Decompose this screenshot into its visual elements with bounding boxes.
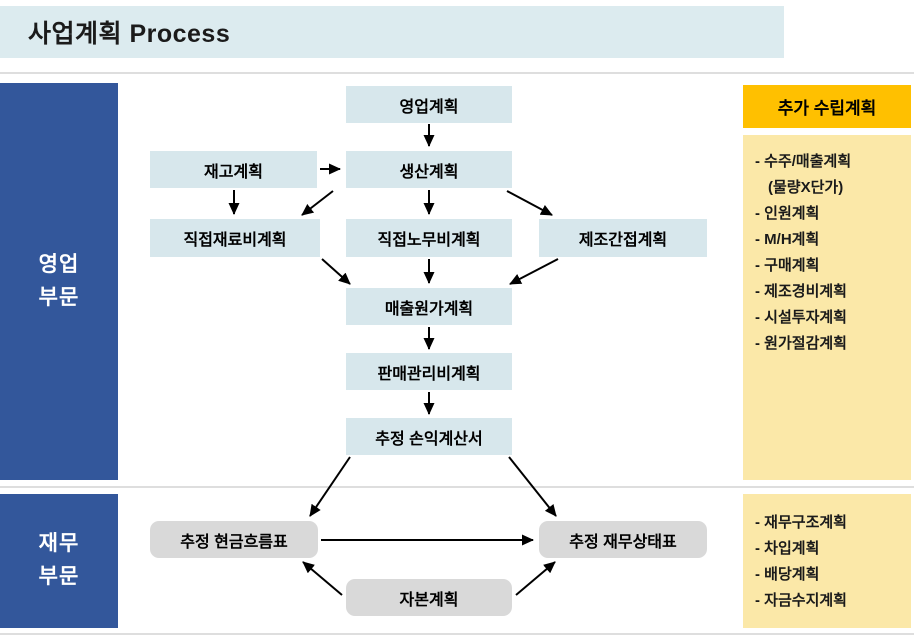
flow-box-manufacturing-overhead-plan: 제조간접계획 xyxy=(539,219,707,257)
list-item: - 차입계획 xyxy=(755,540,820,557)
list-item: - 수주/매출계획 xyxy=(755,153,852,170)
list-item: - 배당계획 xyxy=(755,566,820,583)
list-item: - 시설투자계획 xyxy=(755,309,847,326)
flow-box-production-plan: 생산계획 xyxy=(346,151,512,188)
arrow-material-to-cogs xyxy=(321,258,351,285)
flow-box-inventory-plan: 재고계획 xyxy=(150,151,317,188)
divider-top xyxy=(0,72,914,74)
list-item: - 자금수지계획 xyxy=(755,592,847,609)
flow-box-sales-plan: 영업계획 xyxy=(346,86,512,123)
arrow-production-to-material xyxy=(301,190,334,216)
section-label-sales: 영업 부문 xyxy=(0,83,118,480)
additional-plans-sales-list: - 수주/매출계획 (물량X단가) - 인원계획 - M/H계획 - 구매계획 … xyxy=(743,135,911,480)
arrow-production-to-overhead xyxy=(506,190,553,216)
list-item: - 원가절감계획 xyxy=(755,335,847,352)
list-item: - 제조경비계획 xyxy=(755,283,847,300)
arrow-capital-to-cashflow xyxy=(302,561,343,596)
divider-sections xyxy=(0,486,914,488)
arrow-overhead-to-cogs xyxy=(509,258,559,285)
list-item: - 재무구조계획 xyxy=(755,514,847,531)
arrow-capital-to-balancesheet xyxy=(515,561,556,596)
page-title: 사업계획 Process xyxy=(28,20,231,48)
flow-box-estimated-income-statement: 추정 손익계산서 xyxy=(346,418,512,455)
additional-plans-finance-list: - 재무구조계획 - 차입계획 - 배당계획 - 자금수지계획 xyxy=(743,494,911,628)
flow-box-cogs-plan: 매출원가계획 xyxy=(346,288,512,325)
flow-box-direct-material-cost-plan: 직접재료비계획 xyxy=(150,219,320,257)
flow-box-sga-expense-plan: 판매관리비계획 xyxy=(346,353,512,390)
flow-box-direct-labor-cost-plan: 직접노무비계획 xyxy=(346,219,512,257)
divider-bottom xyxy=(0,633,914,635)
title-bar: 사업계획 Process xyxy=(0,6,784,58)
additional-plans-header: 추가 수립계획 xyxy=(743,85,911,128)
section-label-finance: 재무 부문 xyxy=(0,494,118,628)
flow-box-capital-plan: 자본계획 xyxy=(346,579,512,616)
list-item: - 구매계획 xyxy=(755,257,820,274)
list-item: (물량X단가) xyxy=(768,179,844,196)
flow-box-estimated-cash-flow-statement: 추정 현금흐름표 xyxy=(150,521,318,558)
list-item: - M/H계획 xyxy=(755,231,820,248)
flow-box-estimated-balance-sheet: 추정 재무상태표 xyxy=(539,521,707,558)
list-item: - 인원계획 xyxy=(755,205,820,222)
